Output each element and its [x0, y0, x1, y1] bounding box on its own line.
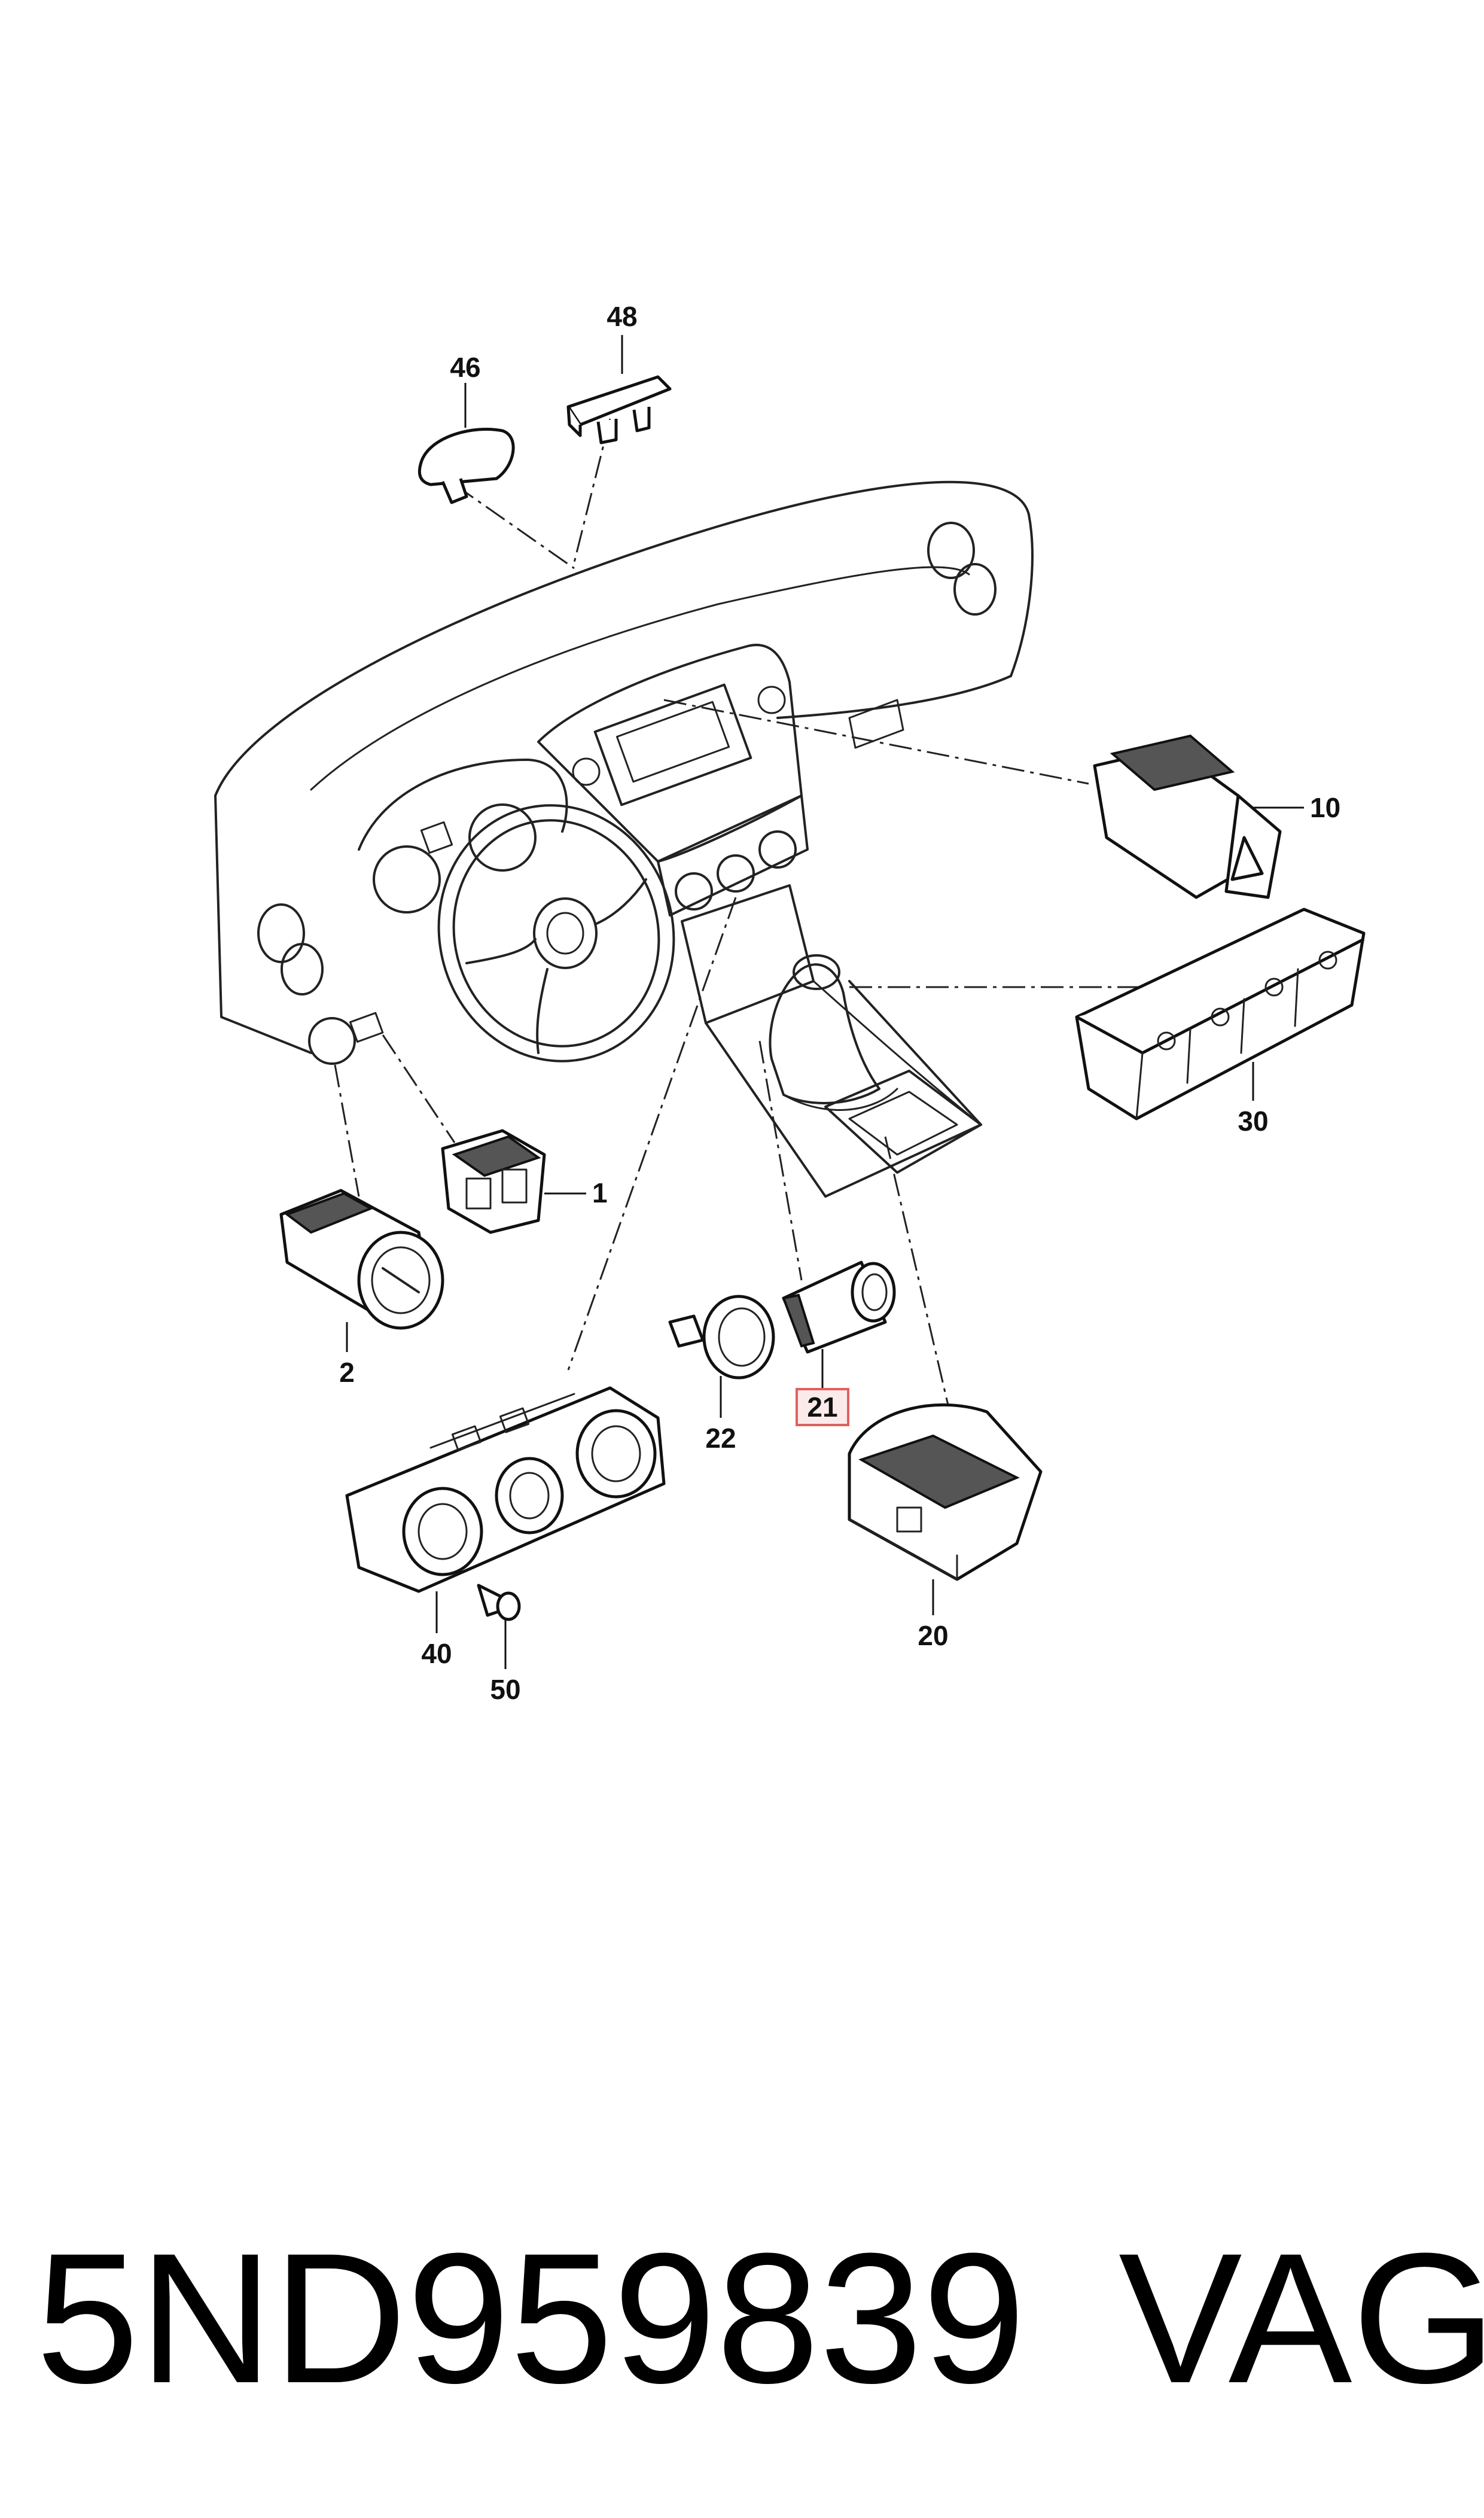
callout-1[interactable]: 1 — [592, 1177, 608, 1208]
callout-2[interactable]: 2 — [339, 1357, 355, 1388]
part-number-footer: 5ND959839 VAG — [0, 2225, 1484, 2465]
part-30-switch-panel — [1075, 908, 1366, 1121]
part-2-light-switch — [279, 1189, 444, 1330]
part-48-blank-plate — [566, 375, 672, 444]
part-21-switch — [782, 1260, 896, 1354]
callout-leaders — [346, 335, 1304, 1669]
dashboard-illustration — [214, 480, 1034, 1198]
callout-46[interactable]: 46 — [450, 352, 480, 383]
callout-21-highlight — [796, 1388, 849, 1426]
part-40-climate-control — [345, 1386, 666, 1593]
callout-30[interactable]: 30 — [1238, 1106, 1268, 1137]
callout-50[interactable]: 50 — [490, 1674, 520, 1705]
part-10-hazard-switch — [1093, 734, 1282, 899]
callout-48[interactable]: 48 — [607, 301, 637, 332]
callout-labels: 46 48 10 30 1 2 22 21 20 40 50 — [339, 301, 1340, 1705]
callout-22[interactable]: 22 — [705, 1423, 736, 1454]
part-number: 5ND959839 — [36, 2214, 1026, 2422]
part-50-screw — [477, 1584, 521, 1621]
callout-20[interactable]: 20 — [918, 1620, 948, 1651]
brand-name: VAG — [1119, 2214, 1484, 2422]
part-22-trim-ring — [668, 1295, 775, 1380]
callout-10[interactable]: 10 — [1310, 792, 1340, 823]
part-1-switch — [441, 1129, 546, 1234]
callout-21[interactable]: 21 — [807, 1392, 837, 1423]
part-20-storage-module — [848, 1403, 1043, 1581]
part-46-cover-cap — [418, 427, 515, 504]
reference-lines — [334, 418, 1148, 1418]
callout-40[interactable]: 40 — [421, 1638, 452, 1669]
